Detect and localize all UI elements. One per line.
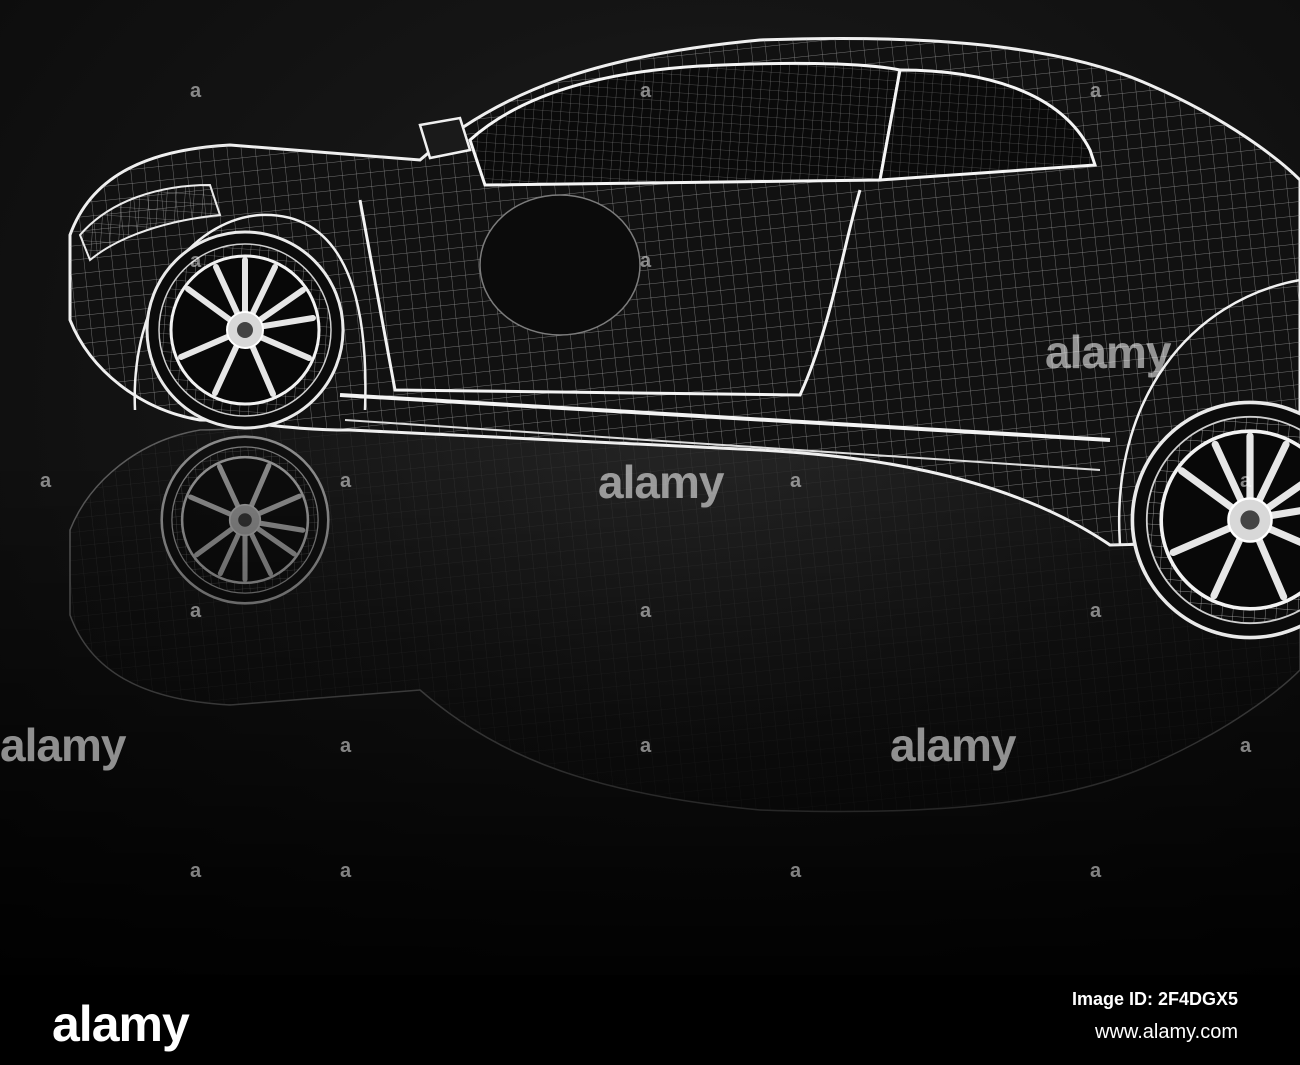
watermark: a bbox=[790, 470, 801, 492]
watermark-alamy: alamy bbox=[890, 719, 1016, 771]
watermark: a bbox=[190, 250, 201, 272]
watermark: a bbox=[790, 860, 801, 882]
front-wheel bbox=[147, 232, 343, 428]
watermark: a bbox=[190, 600, 201, 622]
watermark: a bbox=[640, 250, 651, 272]
alamy-logo[interactable]: alamy bbox=[52, 996, 190, 1052]
stock-photo-footer: alamy Image ID: 2F4DGX5 www.alamy.com bbox=[0, 975, 1300, 1065]
watermark: a bbox=[640, 80, 651, 102]
watermark: a bbox=[640, 600, 651, 622]
site-url[interactable]: www.alamy.com bbox=[1095, 1021, 1238, 1043]
watermark-alamy: alamy bbox=[0, 719, 126, 771]
watermark: a bbox=[1090, 600, 1101, 622]
watermark-alamy: alamy bbox=[1045, 326, 1171, 378]
watermark: a bbox=[1240, 470, 1251, 492]
watermark: a bbox=[340, 860, 351, 882]
car-body bbox=[68, 36, 1300, 547]
watermark: a bbox=[640, 735, 651, 757]
watermark-alamy: alamy bbox=[598, 456, 724, 508]
watermark: a bbox=[190, 80, 201, 102]
watermark: a bbox=[190, 860, 201, 882]
watermark: a bbox=[1090, 860, 1101, 882]
reflection-fade bbox=[0, 470, 1300, 975]
watermark: a bbox=[340, 735, 351, 757]
wireframe-car-scene bbox=[0, 36, 1300, 975]
watermark: a bbox=[1090, 80, 1101, 102]
watermark: a bbox=[1240, 735, 1251, 757]
watermark: a bbox=[340, 470, 351, 492]
image-id: Image ID: 2F4DGX5 bbox=[1071, 989, 1238, 1009]
photo: a a a a a alamy alamy a a a a a a a alam… bbox=[0, 0, 1300, 975]
watermark: a bbox=[40, 470, 51, 492]
